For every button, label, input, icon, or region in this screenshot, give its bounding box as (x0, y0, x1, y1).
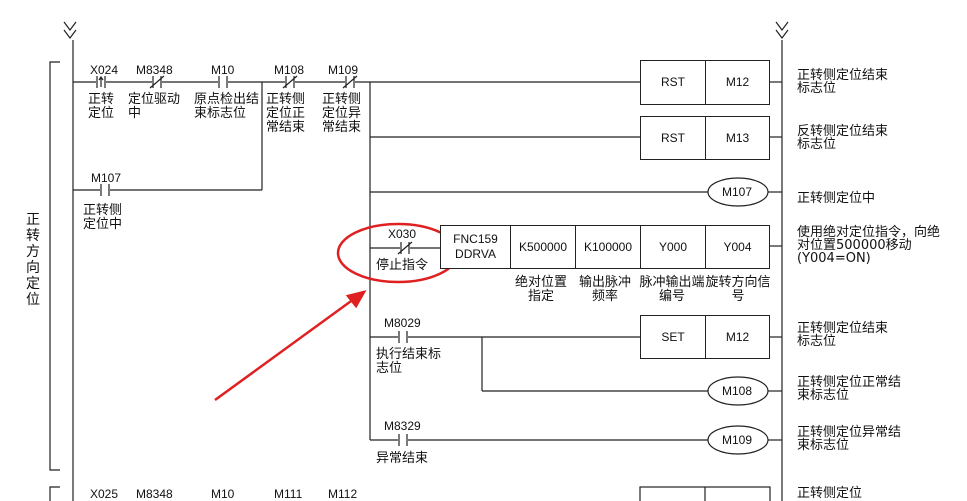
rst-m13-comment: 反转侧定位结束标志位 (797, 124, 889, 152)
contact-m8329-comment: 异常结束 (376, 451, 429, 466)
operand-k100000: K100000 (575, 225, 641, 269)
set-m12-comment: 正转侧定位结束标志位 (797, 321, 889, 349)
rst-m13-instr: RST (640, 116, 706, 160)
contact-m10-label: M10 (211, 63, 235, 77)
section-bracket (49, 61, 60, 471)
wires (73, 81, 782, 441)
coil-m107: M107 (722, 185, 753, 199)
next-contact: M10 (211, 487, 235, 501)
set-m12-operand: M12 (705, 315, 770, 359)
contact-symbols (96, 75, 413, 446)
next-contact: M8348 (136, 487, 173, 501)
rst-m12-instr: RST (640, 60, 706, 105)
contact-m8029-label: M8029 (384, 316, 421, 330)
operand-comment: 旋转方向信号 (705, 275, 771, 304)
next-contact: M111 (274, 487, 303, 501)
operand-y004: Y004 (705, 225, 770, 269)
operand-y000: Y000 (640, 225, 706, 269)
ddrva-comment: 使用绝对定位指令，向绝对位置500000移动 (Y004=ON) (797, 225, 941, 266)
rst-m12-operand: M12 (705, 60, 770, 105)
contact-m107-label: M107 (91, 171, 122, 185)
set-m12-instr: SET (640, 315, 706, 359)
fnc-name: DDRVA (455, 247, 496, 261)
coil-m109-comment: 正转侧定位异常结束标志位 (797, 425, 902, 453)
contact-m8348-label: M8348 (136, 63, 173, 77)
coil-m107-comment: 正转侧定位中 (797, 191, 876, 206)
coil-m109: M109 (722, 433, 753, 447)
contact-m109-label: M109 (328, 63, 359, 77)
contact-m108-comment: 正转侧定位正常结束 (266, 92, 306, 135)
rst-m12-comment: 正转侧定位结束标志位 (797, 68, 889, 96)
contact-m107-comment: 正转侧定位中 (83, 203, 123, 232)
contact-m8348-comment: 定位驱动中 (128, 92, 181, 121)
next-contact: X025 (90, 487, 119, 501)
contact-x024-label: X024 (90, 63, 119, 77)
contact-m108-label: M108 (274, 63, 305, 77)
next-contact: M112 (328, 487, 358, 501)
operand-comment: 输出脉冲频率 (579, 275, 632, 304)
bus-continuation-icon (63, 21, 789, 39)
contact-m8329-label: M8329 (384, 419, 421, 433)
coil-m108: M108 (722, 384, 753, 398)
red-arrow-icon (214, 290, 367, 402)
contact-x030-comment: 停止指令 (376, 258, 429, 273)
operand-comment: 脉冲输出端编号 (639, 275, 705, 304)
contact-m8029-comment: 执行结束标志位 (376, 347, 442, 376)
next-output-box (639, 486, 771, 501)
coil-symbols (707, 177, 769, 455)
contact-m10-comment: 原点检出结束标志位 (194, 92, 260, 121)
rst-m13-operand: M13 (705, 116, 770, 160)
operand-comment: 绝对位置指定 (515, 275, 568, 304)
contact-x024-comment: 正转定位 (88, 92, 115, 121)
contact-m109-comment: 正转侧定位异常结束 (322, 92, 362, 135)
next-section-bracket (49, 486, 60, 501)
operand-k500000: K500000 (510, 225, 576, 269)
fnc-number: FNC159 (453, 232, 498, 246)
section-label: 正转方向定位 (26, 212, 40, 308)
contact-x030-label: X030 (388, 227, 417, 241)
coil-m108-comment: 正转侧定位正常结束标志位 (797, 375, 902, 403)
next-comment: 正转侧定位 (797, 486, 863, 501)
